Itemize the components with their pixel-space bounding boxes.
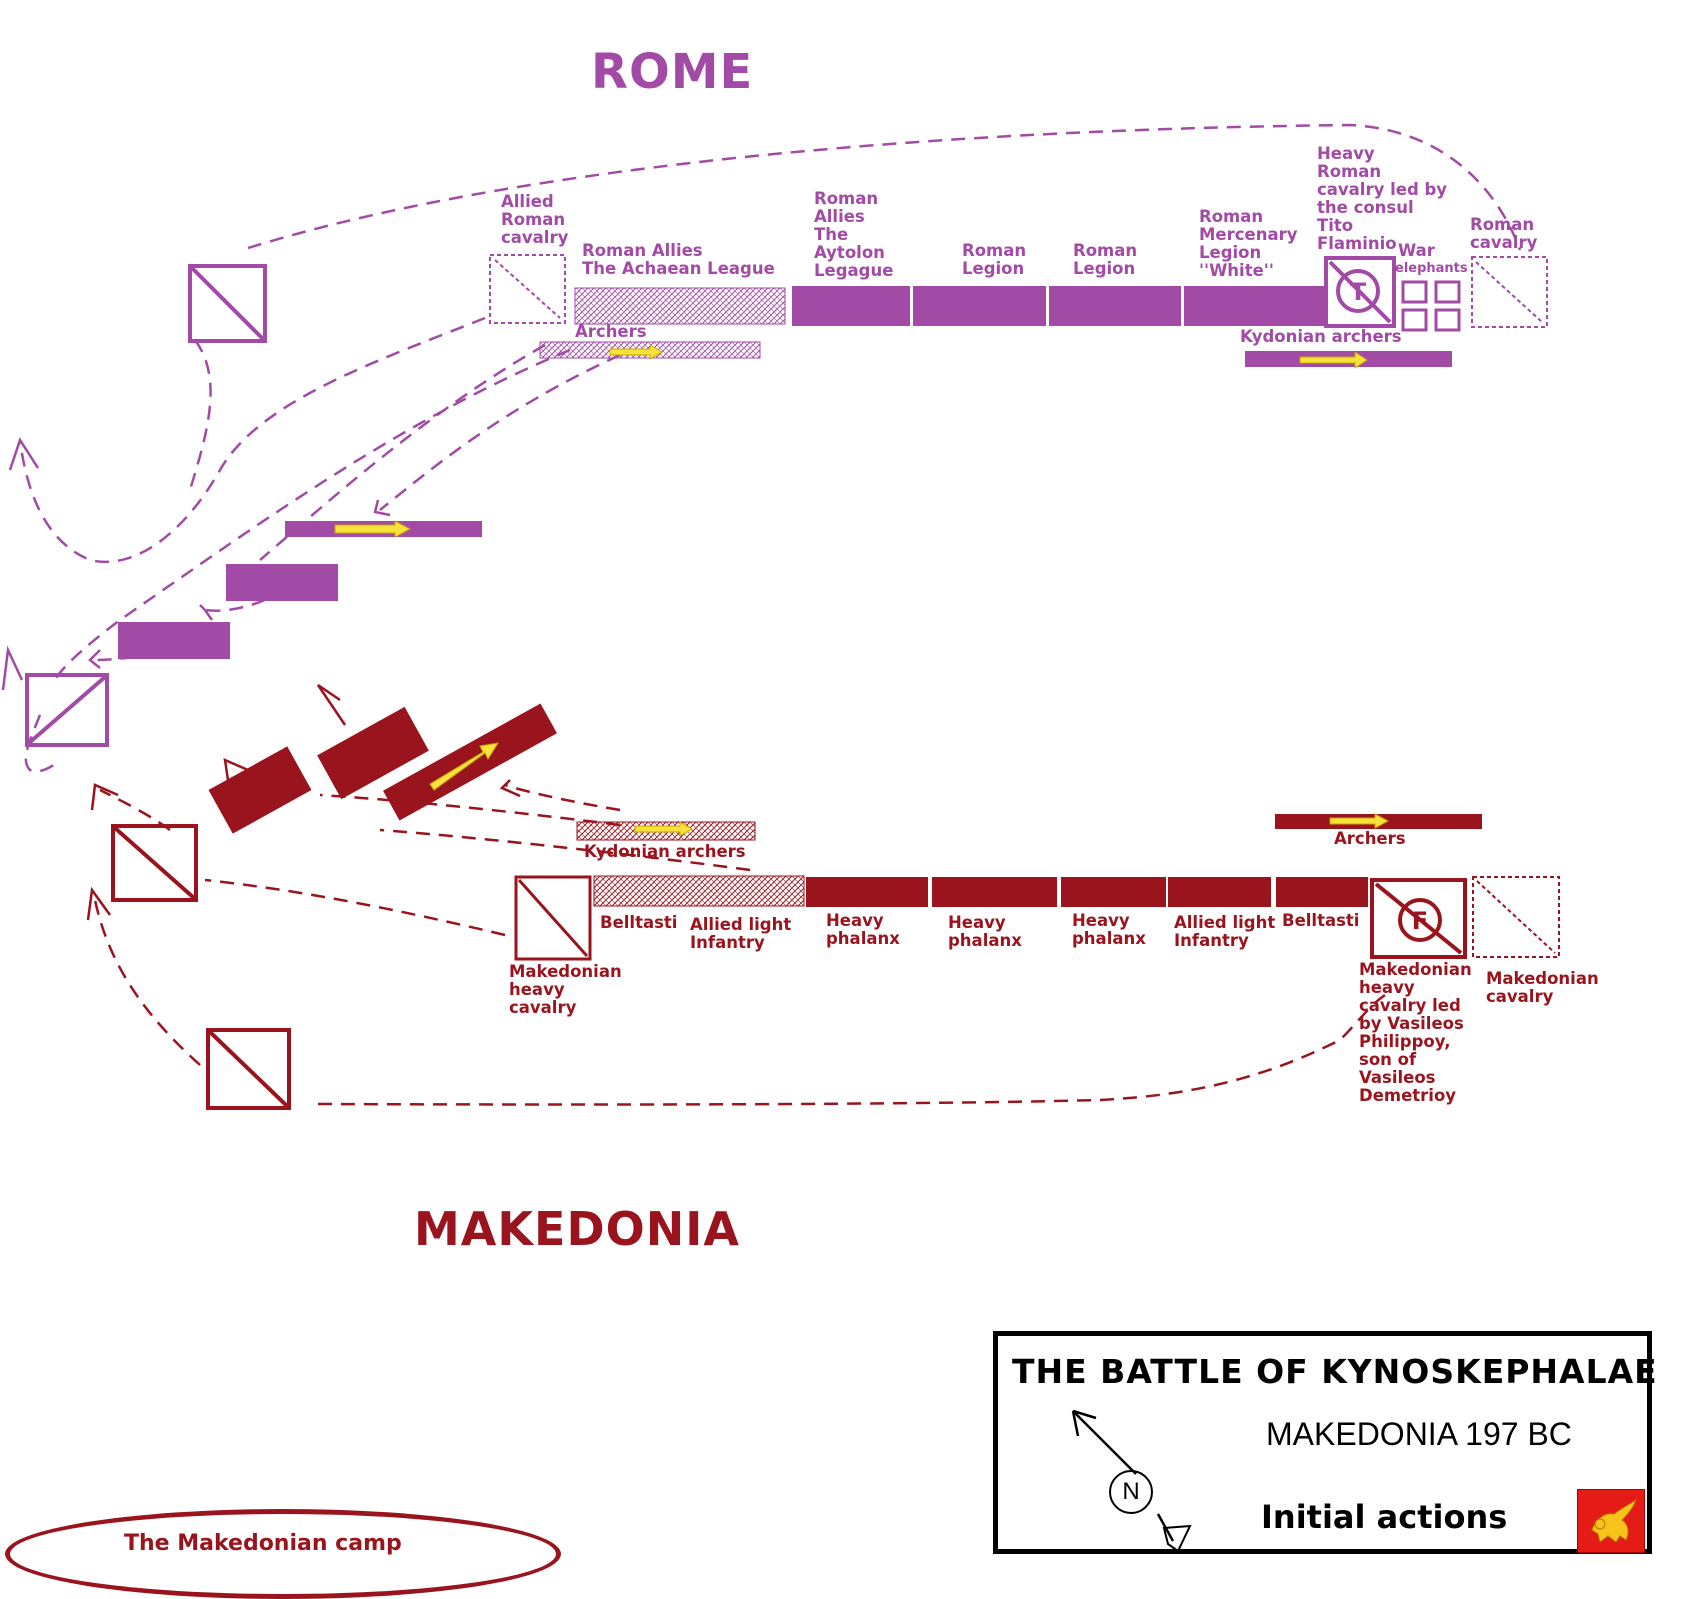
commander-f-label: F: [1412, 907, 1428, 935]
battle-map: T F ROME MAKEDONIA Allied Roman cavalry …: [1, 44, 1657, 1599]
yellow-arrow-icon: [609, 344, 663, 360]
mak-cavalry-right-label: Makedonian cavalry: [1486, 969, 1599, 1006]
makedonian-cavalry-unit: [111, 824, 198, 902]
makedonia-title: MAKEDONIA: [414, 1202, 740, 1256]
legend-phase: Initial actions: [1261, 1498, 1508, 1536]
war-elephant-unit: [1434, 308, 1461, 332]
yellow-arrow-icon: [334, 520, 412, 538]
roman-heavy-cavalry-unit: [1324, 256, 1396, 328]
war-elephant-unit: [1434, 280, 1461, 304]
makedonian-phalanx-unit-3: [1061, 877, 1166, 907]
legend-title: THE BATTLE OF KYNOSKEPHALAE: [1012, 1352, 1658, 1391]
roman-movement-paths: [18, 123, 1522, 773]
mak-phalanx-label-3: Heavy phalanx: [1072, 911, 1146, 948]
north-label: N: [1109, 1470, 1153, 1514]
map-drawing: T F: [1, 123, 1560, 1110]
roman-achaean-unit: [574, 287, 786, 325]
rome-title: ROME: [591, 44, 754, 100]
makedonian-phalanx-unit: [208, 746, 312, 834]
roman-mercenary-unit: [1184, 286, 1324, 326]
mak-phalanx-label-1: Heavy phalanx: [826, 911, 900, 948]
roman-heavy-cavalry-label: Heavy Roman cavalry led by the consul Ti…: [1317, 144, 1448, 253]
roman-legion-label-2: Roman Legion: [1073, 241, 1138, 278]
legend-box: THE BATTLE OF KYNOSKEPHALAE MAKEDONIA 19…: [993, 1331, 1657, 1554]
roman-cavalry-unit: [25, 673, 109, 747]
roman-allied-cavalry-unit: [489, 254, 566, 324]
yellow-arrow-icon: [1329, 813, 1390, 829]
missile-arrows: [334, 344, 1390, 837]
roman-kydonian-label: Kydonian archers: [1240, 327, 1402, 346]
makedonian-heavy-cavalry-left-unit: [514, 875, 592, 961]
makedonian-belltasti-right-unit: [1276, 877, 1368, 907]
makedonian-arrowheads: [86, 683, 521, 921]
yellow-arrow-icon: [634, 821, 693, 837]
roman-allied-cavalry-label: Allied Roman cavalry: [501, 192, 569, 247]
roman-mercenary-label: Roman Mercenary Legion ''White'': [1199, 207, 1298, 280]
makedonian-phalanx-unit-2: [932, 877, 1057, 907]
roman-advanced-units: [25, 264, 482, 747]
roman-legion-label-1: Roman Legion: [962, 241, 1027, 278]
mak-belltasti-left-label: Belltasti: [600, 913, 678, 932]
roman-right-cavalry-unit: [1471, 256, 1548, 328]
legend-subtitle: MAKEDONIA 197 BC: [1266, 1416, 1572, 1452]
war-elephant-unit: [1401, 280, 1428, 304]
roman-achaean-label: Roman Allies The Achaean League: [582, 241, 775, 278]
roman-aytolon-label: Roman Allies The Aytolon Legague: [814, 189, 894, 280]
roman-aytolon-unit: [792, 286, 910, 326]
makedonian-cavalry-unit: [206, 1028, 291, 1110]
mak-heavy-cavalry-right-label: Makedonian heavy cavalry led by Vasileos…: [1359, 960, 1472, 1105]
war-elephants-label: War: [1398, 241, 1435, 260]
makedonian-belltasti-unit: [593, 875, 805, 907]
roman-legion-unit-2: [1049, 286, 1181, 326]
winged-lion-flag-icon: [1577, 1489, 1645, 1553]
makedonian-camp-label: The Makedonian camp: [124, 1531, 402, 1556]
roman-cavalry-unit: [188, 264, 267, 343]
roman-infantry-unit: [226, 564, 338, 601]
roman-right-cavalry-label: Roman cavalry: [1470, 215, 1538, 252]
mak-heavy-cavalry-left-label: Makedonian heavy cavalry: [509, 962, 622, 1017]
war-elephants-sublabel: elephants: [1395, 261, 1468, 276]
makedonian-allied-unit: [1168, 877, 1271, 907]
commander-t-label: T: [1350, 278, 1367, 306]
mak-phalanx-label-2: Heavy phalanx: [948, 913, 1022, 950]
yellow-arrow-icon: [1299, 351, 1368, 369]
mak-kydonian-label: Kydonian archers: [584, 842, 746, 861]
makedonian-heavy-cavalry-right-unit: [1370, 878, 1467, 959]
roman-infantry-unit: [118, 622, 230, 659]
roman-arrowheads: [1, 437, 391, 691]
roman-archers-label: Archers: [575, 322, 647, 341]
mak-belltasti-right-label: Belltasti: [1282, 911, 1360, 930]
makedonian-phalanx-unit: [317, 706, 429, 800]
yellow-arrow-icon: [429, 742, 500, 791]
mak-allied-right-label: Allied light Infantry: [1174, 913, 1276, 950]
makedonian-phalanx-unit-1: [806, 877, 928, 907]
war-elephant-unit: [1401, 308, 1428, 332]
roman-legion-unit-1: [913, 286, 1046, 326]
mak-archers-label: Archers: [1334, 829, 1406, 848]
makedonian-cavalry-right-unit: [1472, 876, 1560, 958]
mak-allied-left-label: Allied light Infantry: [690, 915, 792, 952]
north-arrow-icon: [1071, 1409, 1192, 1553]
